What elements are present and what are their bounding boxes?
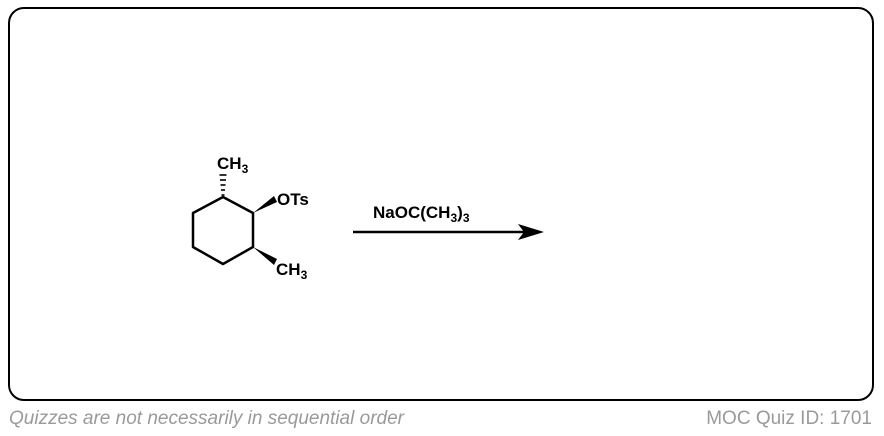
reaction-arrow: [353, 224, 544, 240]
methyl-bottom-label: CH3: [276, 260, 308, 282]
quiz-frame: [8, 7, 874, 401]
methyl-top-label: CH3: [217, 154, 249, 176]
wedge-bond-ch3: [253, 247, 277, 265]
reagent-label: NaOC(CH3)3: [373, 203, 470, 225]
wedge-bond-ots: [253, 196, 277, 213]
quiz-id: MOC Quiz ID: 1701: [706, 408, 872, 429]
hashed-bond: [219, 174, 227, 196]
ots-label: OTs: [277, 190, 309, 209]
footer-note: Quizzes are not necessarily in sequentia…: [9, 408, 404, 429]
cyclohexane-ring: [191, 195, 255, 266]
